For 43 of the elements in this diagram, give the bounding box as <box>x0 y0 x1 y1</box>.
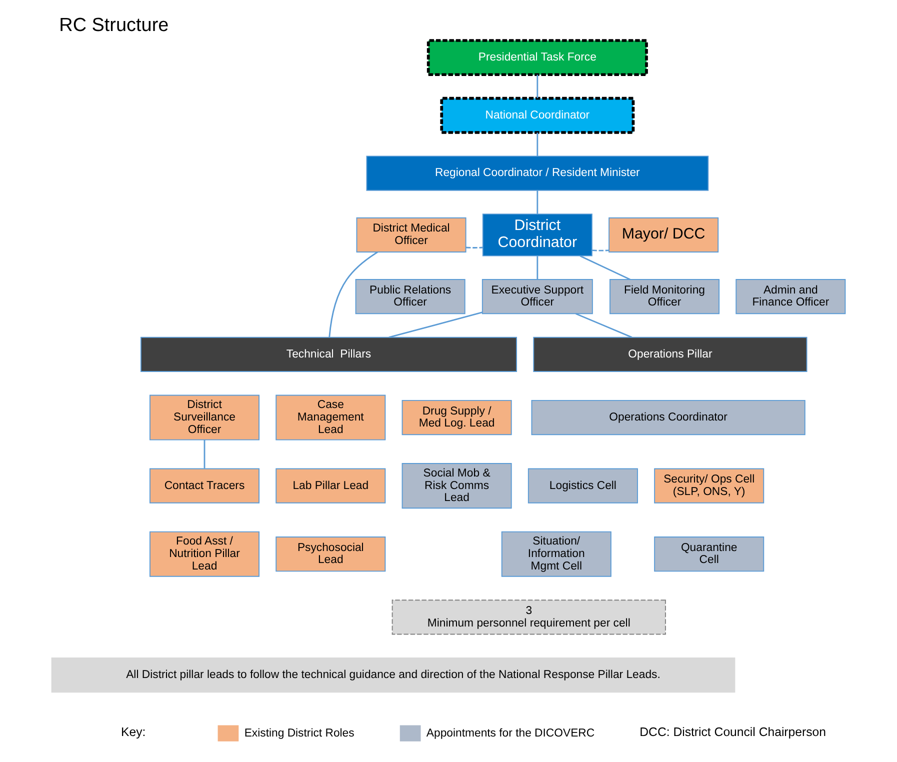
node-box: Case Management Lead <box>276 394 386 440</box>
connector <box>592 250 609 252</box>
node-box: Lab Pillar Lead <box>276 468 386 504</box>
connector <box>204 440 206 468</box>
connector <box>576 313 632 338</box>
connector <box>388 312 482 338</box>
node-box: Field Monitoring Officer <box>610 279 720 314</box>
connector <box>536 74 538 98</box>
node-box: Logistics Cell <box>528 468 638 504</box>
node-box: Admin and Finance Officer <box>736 279 846 314</box>
node-box: Food Asst / Nutrition Pillar Lead <box>150 531 260 577</box>
node-box: District Medical Officer <box>356 217 466 252</box>
node-box: Presidential Task Force <box>426 39 648 76</box>
legend-label: Existing District Roles <box>244 727 354 740</box>
node-box: Contact Tracers <box>150 468 260 504</box>
label: DCC: District Council Chairperson <box>640 725 826 740</box>
node-box: Technical Pillars <box>140 336 518 372</box>
node-box: Mayor/ DCC <box>608 217 719 252</box>
connector <box>536 190 538 214</box>
node-box: Situation/ Information Mgmt Cell <box>501 531 612 577</box>
node-box: Regional Coordinator / Resident Minister <box>366 156 709 191</box>
node-box: District Coordinator <box>482 214 592 256</box>
node-box: Operations Pillar <box>533 336 808 372</box>
node-box: Public Relations Officer <box>355 279 466 314</box>
diagram-title: RC Structure <box>59 15 169 36</box>
node-box: Drug Supply / Med Log. Lead <box>402 400 512 436</box>
node-box: All District pillar leads to follow the technical guidance and direction of the National Response Pillar Leads. <box>51 657 736 693</box>
connector <box>466 246 483 248</box>
node-box: Operations Coordinator <box>531 400 806 436</box>
node-box: Quarantine Cell <box>654 536 764 572</box>
node-box: District Surveillance Officer <box>150 394 260 440</box>
connector <box>536 132 538 156</box>
node-box: Social Mob & Risk Comms Lead <box>402 463 512 509</box>
node-box: Psychosocial Lead <box>276 536 386 572</box>
connector <box>580 255 630 280</box>
node-box: National Coordinator <box>440 96 635 134</box>
node-box: Executive Support Officer <box>482 279 593 314</box>
connector <box>328 252 378 338</box>
legend-label: Appointments for the DICOVERC <box>426 727 595 740</box>
node-box: Security/ Ops Cell (SLP, ONS, Y) <box>654 468 764 504</box>
node-box: 3 Minimum personnel requirement per cell <box>392 600 666 635</box>
connector <box>536 256 538 280</box>
label: Key: <box>121 725 146 740</box>
